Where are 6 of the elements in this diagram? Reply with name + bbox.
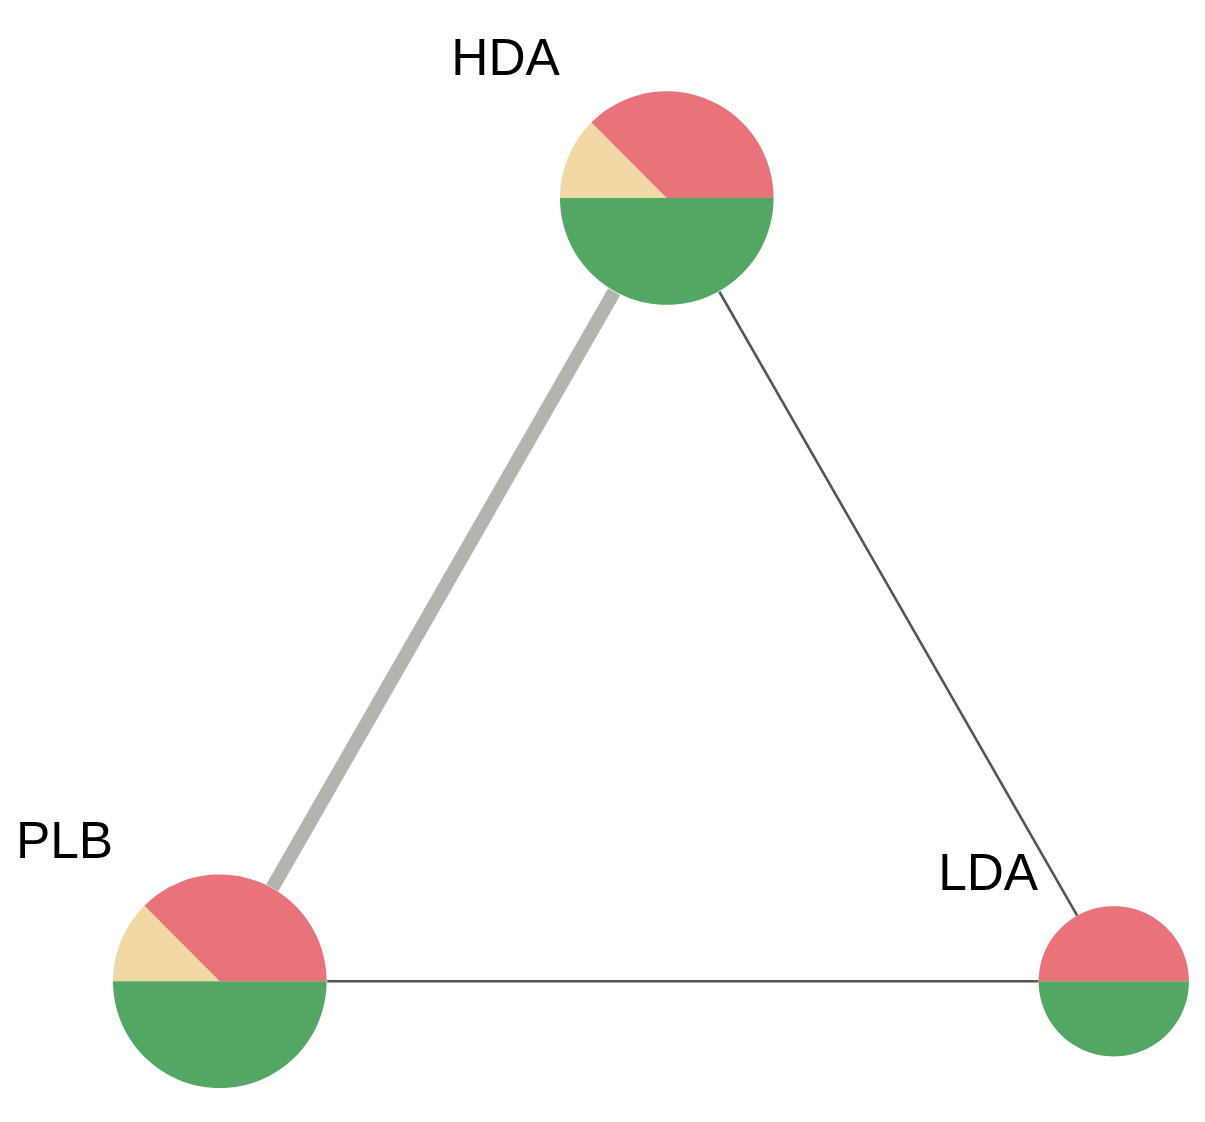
connector bbox=[718, 291, 1079, 917]
node-label: LDA bbox=[938, 842, 1039, 901]
node-label: PLB bbox=[15, 811, 114, 870]
node-label: HDA bbox=[451, 28, 560, 87]
connector bbox=[327, 980, 1039, 983]
connector bbox=[266, 288, 621, 892]
